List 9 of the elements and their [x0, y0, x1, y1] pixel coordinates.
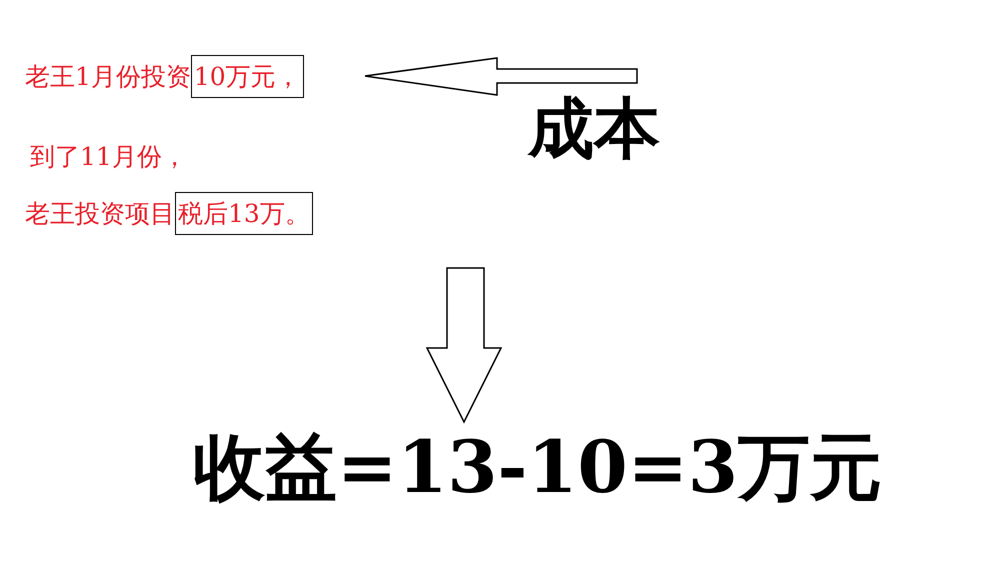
block-arrow [426, 267, 502, 424]
formula-text: 收益=13-10=3万元 [193, 420, 882, 516]
note-text: 到了11月份， [30, 141, 187, 173]
cost-label: 成本 [528, 84, 660, 174]
note-text: 老王投资项目 [25, 198, 175, 230]
note-text: 老王1月份投资 [25, 61, 191, 93]
highlight-box: 10万元， [190, 55, 304, 98]
highlight-box: 税后13万。 [175, 192, 313, 235]
block-arrow [364, 57, 638, 96]
